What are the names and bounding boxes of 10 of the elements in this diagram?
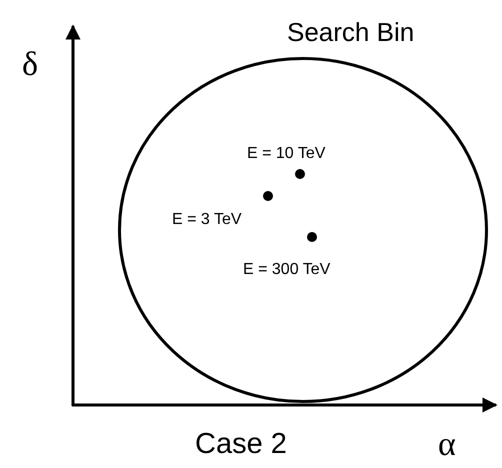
dot-marker bbox=[307, 232, 317, 242]
axis-label: δ bbox=[22, 48, 38, 82]
axis-label: α bbox=[438, 428, 456, 462]
point-label: E = 10 TeV bbox=[247, 146, 326, 162]
point-label: E = 3 TeV bbox=[172, 212, 242, 228]
dot-marker bbox=[263, 191, 273, 201]
caption: Case 2 bbox=[195, 430, 287, 459]
circle-heading: Search Bin bbox=[287, 19, 414, 45]
point-label: E = 300 TeV bbox=[243, 262, 330, 278]
dot-marker bbox=[295, 169, 305, 179]
